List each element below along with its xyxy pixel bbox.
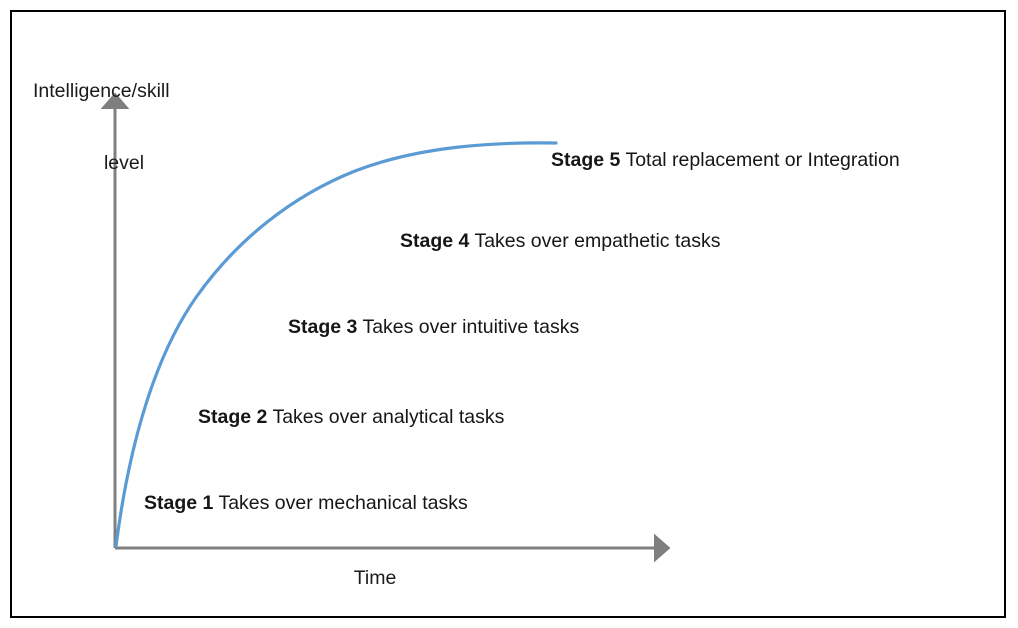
- stage-4-name: Stage 4: [400, 230, 470, 252]
- stage-2-description: Takes over analytical tasks: [267, 406, 505, 428]
- stage-2-name: Stage 2: [198, 406, 268, 428]
- stage-5-description: Total replacement or Integration: [620, 149, 900, 171]
- stage-annotation-4: Stage 4 Takes over empathetic tasks: [400, 230, 720, 252]
- stage-3-description: Takes over intuitive tasks: [357, 316, 580, 338]
- stage-annotation-1: Stage 1 Takes over mechanical tasks: [144, 492, 468, 514]
- stage-1-name: Stage 1: [144, 492, 214, 514]
- stage-annotation-5: Stage 5 Total replacement or Integration: [551, 149, 900, 171]
- stage-1-description: Takes over mechanical tasks: [213, 492, 468, 514]
- growth-curve-line: [114, 141, 558, 548]
- x-axis-title: Time: [353, 567, 397, 589]
- stage-annotation-2: Stage 2 Takes over analytical tasks: [198, 406, 504, 428]
- stage-annotation-3: Stage 3 Takes over intuitive tasks: [288, 316, 579, 338]
- y-axis-title-line2: level: [103, 152, 145, 174]
- y-axis-title: Intelligence/skill level: [33, 31, 215, 199]
- stage-5-name: Stage 5: [551, 149, 621, 171]
- stage-4-description: Takes over empathetic tasks: [469, 230, 721, 252]
- y-axis-title-line1: Intelligence/skill: [33, 80, 170, 102]
- stage-3-name: Stage 3: [288, 316, 358, 338]
- figure-frame: [10, 10, 1006, 618]
